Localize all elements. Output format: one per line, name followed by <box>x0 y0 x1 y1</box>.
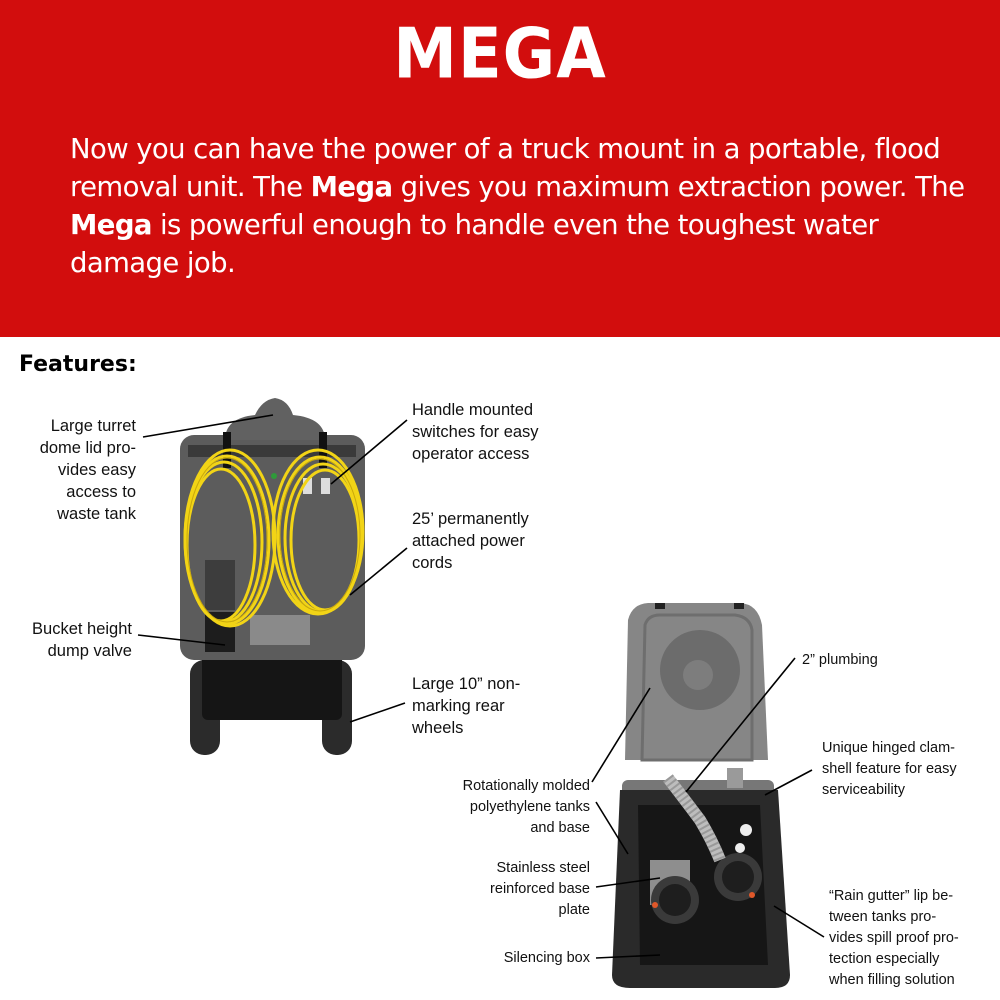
callout-turret-dome-lid: Large turret dome lid pro- vides easy ac… <box>14 415 136 525</box>
callout-line: 25’ permanently <box>412 510 529 528</box>
callout-plumbing: 2” plumbing <box>802 650 992 671</box>
callout-line: operator access <box>412 445 530 463</box>
callout-line: Bucket height <box>32 620 132 638</box>
callout-base-plate: Stainless steel reinforced base plate <box>420 858 590 921</box>
callout-line: cords <box>412 554 453 572</box>
callout-polyethylene-tanks: Rotationally molded polyethylene tanks a… <box>420 776 590 839</box>
callout-line: 2” plumbing <box>802 652 878 668</box>
callout-line: Rotationally molded <box>462 778 590 794</box>
callout-line: “Rain gutter” lip be- <box>829 888 954 904</box>
callout-line: vides easy <box>58 461 136 479</box>
callout-line: shell feature for easy <box>822 761 957 777</box>
callout-line: dump valve <box>47 642 132 660</box>
callout-line: serviceability <box>822 782 905 798</box>
callout-line: reinforced base <box>490 881 590 897</box>
callout-line: wheels <box>412 719 464 737</box>
callout-line: switches for easy <box>412 423 539 441</box>
callout-line: access to <box>66 483 136 501</box>
description-bold-mega: Mega <box>70 209 152 241</box>
callout-line: polyethylene tanks <box>469 799 590 815</box>
callout-line: Large 10” non- <box>412 675 521 693</box>
callout-line: tween tanks pro- <box>829 909 937 925</box>
callout-line: Large turret <box>50 417 136 435</box>
callout-line: vides spill proof pro- <box>829 930 959 946</box>
callout-line: when filling solution <box>829 972 955 988</box>
callout-line: plate <box>558 902 590 918</box>
callout-silencing-box: Silencing box <box>420 948 590 969</box>
callout-dump-valve: Bucket height dump valve <box>6 618 132 662</box>
product-description: Now you can have the power of a truck mo… <box>70 130 970 282</box>
callout-line: Unique hinged clam- <box>822 740 955 756</box>
callout-line: marking rear <box>412 697 505 715</box>
description-bold-mega: Mega <box>310 171 393 203</box>
callout-handle-switches: Handle mounted switches for easy operato… <box>412 399 612 465</box>
callout-clamshell: Unique hinged clam- shell feature for ea… <box>822 738 1000 801</box>
callout-line: Handle mounted <box>412 401 534 419</box>
hero-banner: MEGA Now you can have the power of a tru… <box>0 0 1000 337</box>
description-text: gives you maximum extraction power. The <box>392 171 965 203</box>
callout-line: Stainless steel <box>496 860 591 876</box>
callout-rain-gutter: “Rain gutter” lip be- tween tanks pro- v… <box>829 886 1000 991</box>
callout-line: and base <box>530 820 590 836</box>
description-text: is powerful enough to handle even the to… <box>70 209 879 279</box>
description-text: Now you can have the power of a truck mo… <box>70 133 941 203</box>
callout-rear-wheels: Large 10” non- marking rear wheels <box>412 673 612 739</box>
product-title: MEGA <box>393 15 607 95</box>
callout-power-cords: 25’ permanently attached power cords <box>412 508 612 574</box>
callout-line: attached power <box>412 532 525 550</box>
callout-line: Silencing box <box>503 950 590 966</box>
callout-line: tection especially <box>829 951 940 967</box>
callout-line: dome lid pro- <box>39 439 136 457</box>
callout-line: waste tank <box>57 505 136 523</box>
features-heading: Features: <box>19 352 137 377</box>
